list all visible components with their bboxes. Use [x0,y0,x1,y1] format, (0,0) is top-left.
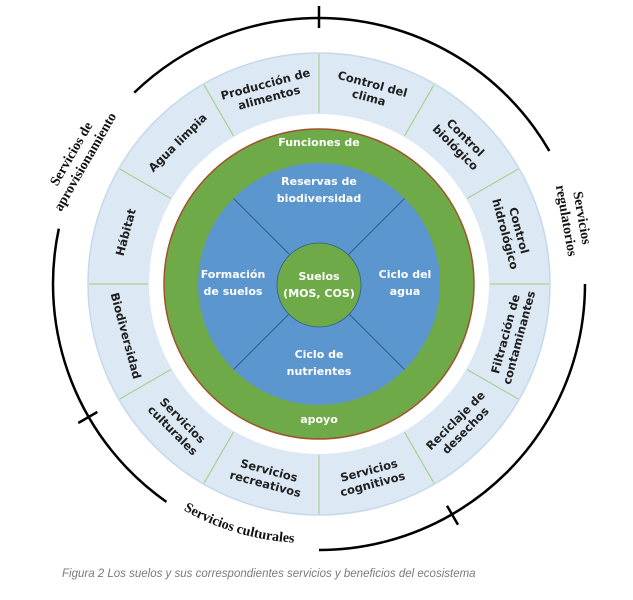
group-arcs [51,6,587,552]
center-label-line-1: Suelos [298,270,340,283]
function-label-formacion: de suelos [204,285,263,298]
group-arc [51,228,168,503]
soils-center-circle [276,242,362,328]
support-functions-top-label: Funciones de [278,136,359,149]
function-label-reservas: Reservas de [281,175,357,188]
function-label-reservas: biodiversidad [277,192,361,205]
function-divider [233,198,290,255]
group-arc [451,283,587,516]
service-divider [203,84,235,137]
group-label-regulatorios: Servicios regulatorios [552,184,594,258]
function-label-ciclo-nutrientes: nutrientes [287,365,352,378]
service-divider [119,168,172,200]
service-divider [119,368,172,400]
service-divider [466,168,519,200]
function-divider [348,313,405,370]
service-divider [403,84,435,137]
soil-ecosystem-services-diagram: Control delclimaControlbiológicoControlh… [48,6,594,552]
service-divider [403,431,435,484]
support-functions-bottom-label: apoyo [300,413,338,426]
group-arc [318,513,453,552]
service-divider [203,431,235,484]
function-divider [348,198,405,255]
group-boundary-tick [77,410,98,425]
function-label-ciclo-agua: Ciclo del [379,268,432,281]
function-label-ciclo-nutrientes: Ciclo de [295,348,344,361]
function-label-formacion: Formación [201,268,266,281]
function-divider [233,313,290,370]
figure-caption: Figura 2 Los suelos y sus correspondient… [62,568,476,580]
group-boundary-tick [445,505,460,526]
functions-dividers [233,198,405,370]
service-dividers [89,54,549,514]
group-arc [133,16,320,94]
group-arc [318,16,551,152]
function-label-ciclo-agua: agua [390,285,421,298]
service-divider [466,368,519,400]
center-label-line-2: (MOS, COS) [283,287,355,300]
